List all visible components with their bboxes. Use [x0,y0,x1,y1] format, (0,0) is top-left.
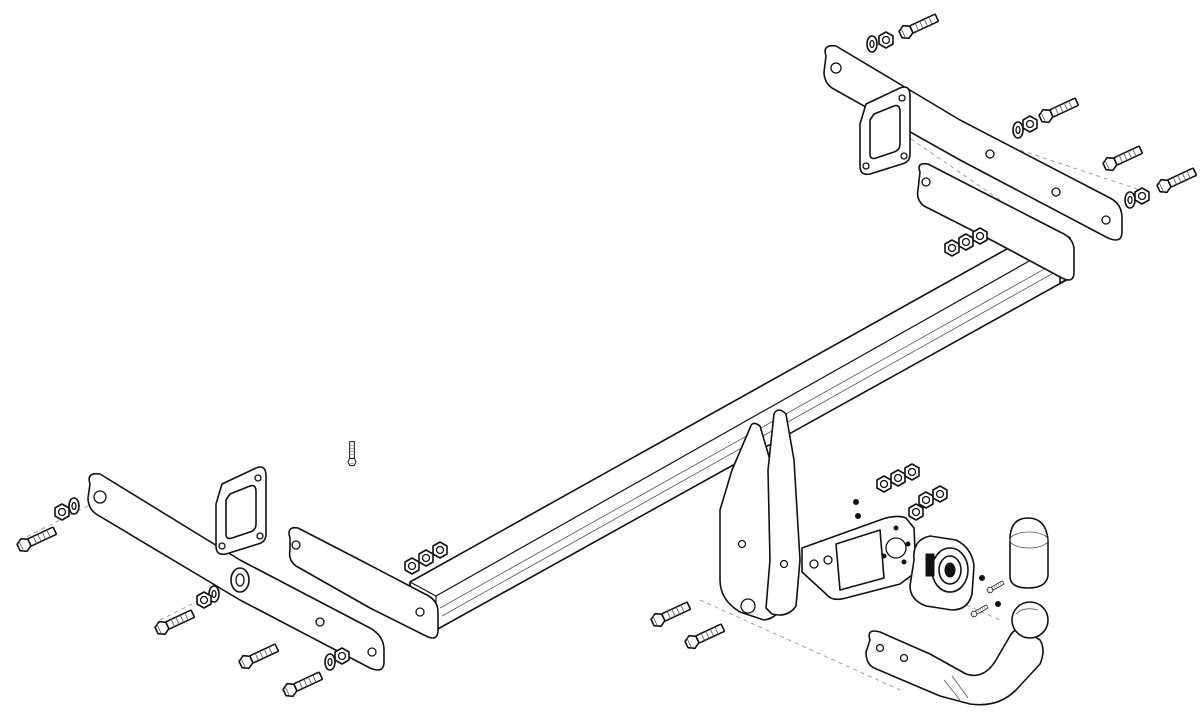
nut-icon [932,485,948,503]
washer-icon [866,35,878,53]
small-bolt-icon [969,603,990,619]
washer-icon [1124,191,1136,209]
nut-icon [908,503,924,521]
nut-icon [918,491,934,509]
washer-icon [1012,121,1024,139]
bolt-icon [236,640,281,672]
left-mount-plate [215,466,267,556]
nut-icon [890,469,906,487]
nut-icon [432,541,448,559]
electrical-socket [909,535,975,611]
nut-icon [196,591,212,609]
nut-icon [904,463,920,481]
nuts-and-washers [54,31,1150,671]
small-bolt-icon [985,579,1006,595]
bolt-icon [1036,94,1081,126]
nut-icon [944,239,960,257]
bolt-icon [896,10,941,42]
bolt-icon [648,598,693,630]
left-side-bracket [87,472,385,671]
bolt-icon [1154,164,1199,196]
nut-icon [1134,187,1150,205]
bolt-icon [682,620,727,652]
nut-icon [972,227,988,245]
washer-icon [324,653,336,671]
socket-bracket [801,515,917,601]
nut-icon [334,647,350,665]
nut-icon [958,233,974,251]
alignment-lines [19,79,1141,691]
nut-icon [404,557,420,575]
nut-icon [876,475,892,493]
tow-ball-cover [1009,517,1049,589]
washer-icon [68,497,80,515]
bolt-icon [152,606,197,638]
bolt-icon [280,668,325,700]
nut-icon [54,503,70,521]
bolts [14,10,1199,700]
tow-ball-neck [865,601,1049,706]
left-end-bracket [288,526,439,639]
nut-icon [878,31,894,49]
nut-icon [418,549,434,567]
nut-icon [1022,115,1038,133]
bolt-icon [1100,142,1145,174]
small-bolt-icon [347,441,357,467]
bolt-icon [14,523,59,555]
center-hitch-plate [719,409,801,621]
right-end-bracket [916,162,1075,281]
